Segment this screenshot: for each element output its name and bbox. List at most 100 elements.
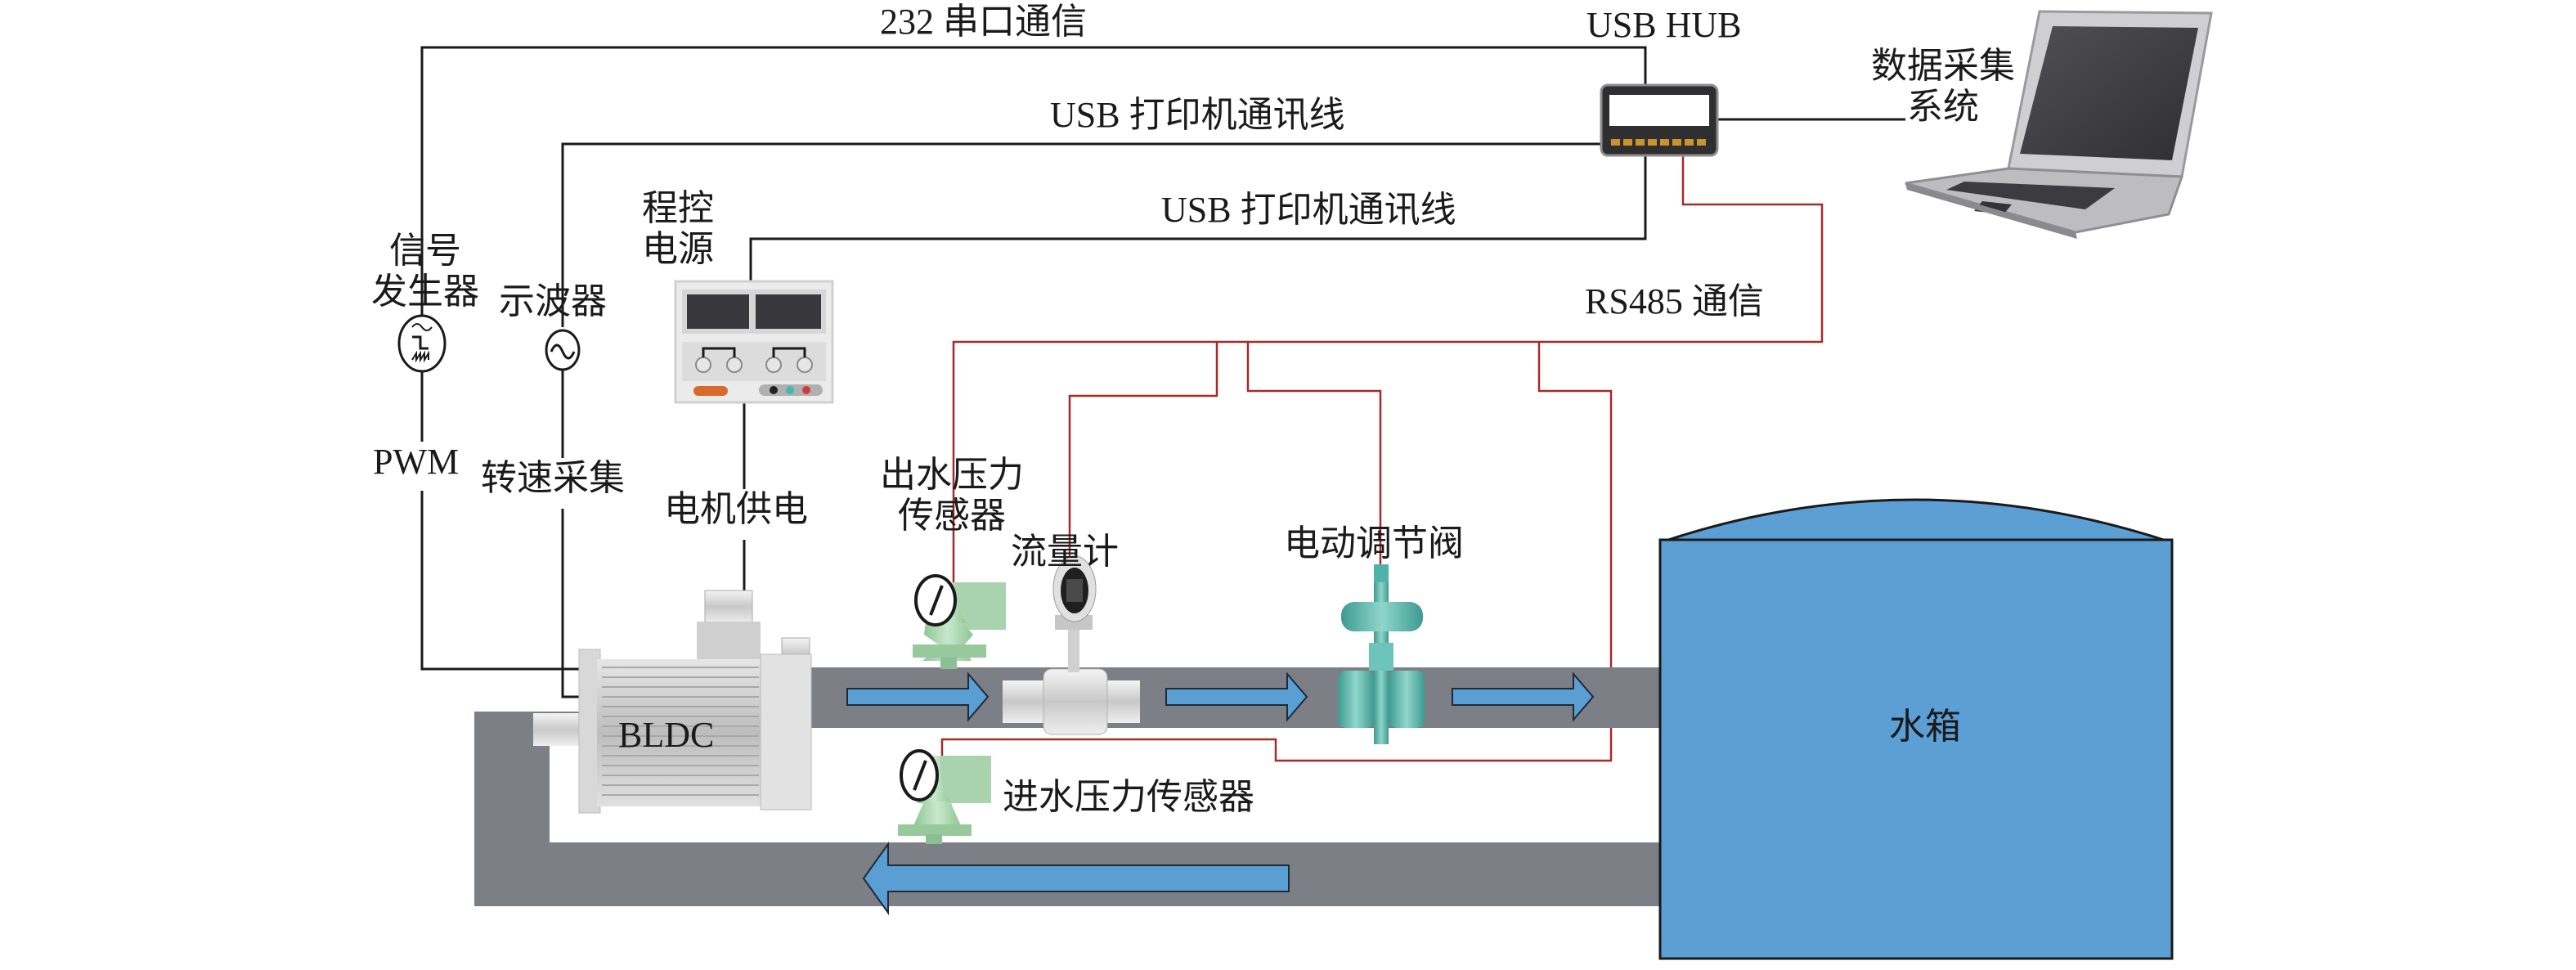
bldc-motor <box>533 590 812 814</box>
sensor-stem <box>913 802 962 828</box>
flow-arrow-1 <box>846 671 990 722</box>
usb-port-icon <box>1685 139 1694 146</box>
inlet-pressure-sensor <box>898 749 991 844</box>
laptop-device <box>1905 10 2213 239</box>
motor-shaft <box>533 713 584 746</box>
water-tank <box>1658 498 2174 960</box>
sensor-nozzle <box>940 658 957 669</box>
valve-handwheel <box>1341 602 1423 631</box>
psu-display-right <box>756 294 821 329</box>
psu-display-left <box>687 294 749 329</box>
terminal-icon <box>797 357 813 373</box>
psu-power-switch <box>693 386 728 396</box>
label-inlet-pressure-sensor: 进水压力传感器 <box>1003 777 1254 817</box>
wire-speed-motor <box>561 509 582 698</box>
label-siggen-line1: 信号 <box>389 231 461 271</box>
sensor-head <box>939 756 991 803</box>
flow-arrows <box>846 671 1595 916</box>
electric-control-valve <box>1338 564 1425 744</box>
label-bldc-motor: BLDC <box>618 715 715 755</box>
usb-port-icon <box>1636 139 1645 146</box>
label-water-tank: 水箱 <box>1889 707 1961 747</box>
laptop-keyboard <box>1946 182 2115 209</box>
wire-rs485-hub <box>952 155 1824 586</box>
motor-rear-cap <box>760 653 812 811</box>
label-daq-line1: 数据采集 <box>1871 46 2015 86</box>
usb-port-icon <box>1648 139 1657 146</box>
terminal-link <box>772 347 806 357</box>
usb-port-icon <box>1623 139 1632 146</box>
outlet-pressure-sensor <box>913 574 1006 669</box>
wire-usb-psu <box>749 155 1647 281</box>
sensor-base <box>898 824 972 836</box>
valve-top-cap <box>1374 564 1389 582</box>
sensor-nozzle <box>926 834 942 844</box>
gauge-needle <box>929 585 944 616</box>
terminal-link <box>702 347 736 357</box>
label-oscilloscope: 示波器 <box>499 281 607 321</box>
usb-hub-device <box>1600 83 1719 157</box>
wire-pwm-motor <box>420 491 581 671</box>
jack-black-icon <box>770 386 778 394</box>
laptop-screen <box>2020 26 2198 160</box>
flowmeter-body <box>1043 668 1108 735</box>
valve-body-right <box>1389 671 1425 728</box>
sine-wave-glyph <box>411 323 433 331</box>
terminal-icon <box>765 357 782 373</box>
jack-red-icon <box>802 386 810 394</box>
valve-bonnet <box>1369 643 1393 671</box>
flow-arrow-return <box>862 841 1290 916</box>
signal-generator-icon <box>397 314 447 373</box>
laptop-front-edge <box>1905 183 2077 239</box>
hub-label-panel <box>1609 95 1709 126</box>
power-supply-device <box>674 280 834 404</box>
label-psu-line2: 电源 <box>642 229 714 269</box>
label-usb-printer-2: USB 打印机通讯线 <box>1161 190 1456 230</box>
wire-rs485-valve <box>1246 342 1382 622</box>
flow-arrow-3 <box>1452 671 1595 722</box>
wire-232-serial <box>420 46 1647 319</box>
oscilloscope-symbol <box>545 329 581 371</box>
terminal-icon <box>726 357 743 373</box>
gauge-needle <box>913 760 927 791</box>
flowmeter-screen <box>1066 579 1083 602</box>
wire-rs485-inlet <box>940 342 1613 762</box>
label-siggen-line2: 发生器 <box>371 272 479 312</box>
terminal-icon <box>695 357 711 373</box>
label-speed-acquisition: 转速采集 <box>481 458 625 498</box>
label-daq-system: 数据采集 系统 <box>1853 46 2033 128</box>
sine-wave-glyph <box>550 344 576 360</box>
tank-body <box>1658 538 2174 960</box>
wire-rs485-flowmeter <box>1068 342 1218 613</box>
label-usb-printer-1: USB 打印机通讯线 <box>1050 95 1345 135</box>
motor-fins <box>602 667 759 796</box>
label-psu-line1: 程控 <box>642 188 714 228</box>
label-flowmeter: 流量计 <box>1011 532 1119 572</box>
label-232-serial: 232 串口通信 <box>880 2 1087 42</box>
motor-top-block <box>697 622 761 662</box>
wires-black <box>420 46 1905 698</box>
psu-terminals <box>695 347 813 373</box>
label-daq-line2: 系统 <box>1907 87 1979 127</box>
flow-arrow-2 <box>1165 671 1308 722</box>
label-usb-hub: USB HUB <box>1586 5 1742 45</box>
usb-port-icon <box>1611 139 1620 146</box>
jack-teal-icon <box>786 386 794 394</box>
wires-rs485 <box>940 155 1824 762</box>
valve-body-left <box>1338 671 1374 728</box>
sawtooth-glyph <box>411 350 429 363</box>
sensor-base <box>913 644 986 658</box>
label-signal-generator: 信号 发生器 <box>352 231 499 312</box>
usb-port-icon <box>1660 139 1669 146</box>
hub-ports <box>1611 139 1706 146</box>
label-motor-power: 电机供电 <box>664 489 808 529</box>
label-power-supply: 程控 电源 <box>633 188 723 270</box>
label-outlet-line2: 传感器 <box>898 496 1006 536</box>
label-control-valve: 电动调节阀 <box>1284 523 1464 564</box>
label-outlet-pressure-sensor: 出水压力 传感器 <box>870 455 1034 537</box>
usb-port-icon <box>1697 139 1706 146</box>
square-wave-glyph <box>412 335 429 350</box>
flowmeter-device <box>1003 555 1140 735</box>
motor-top-connector <box>704 590 753 624</box>
